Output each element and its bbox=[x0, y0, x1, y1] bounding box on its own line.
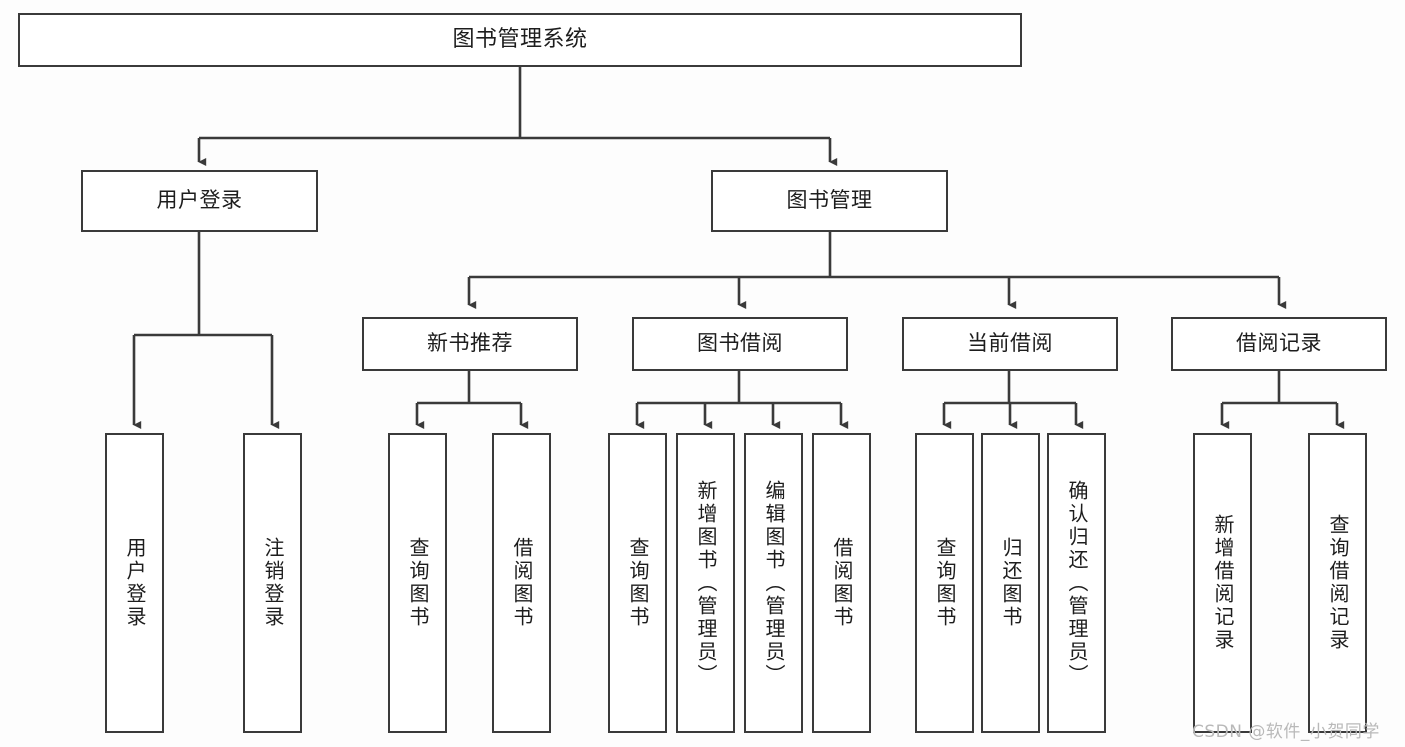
node-label: 借阅图书 bbox=[830, 537, 854, 629]
node-label: 归还图书 bbox=[999, 537, 1023, 629]
leaf-record-add-record[interactable]: 新增借阅记录 bbox=[1193, 433, 1252, 733]
node-label: 当前借阅 bbox=[967, 331, 1053, 356]
node-label: 查询图书 bbox=[626, 537, 650, 629]
leaf-borrow-borrow-book[interactable]: 借阅图书 bbox=[812, 433, 871, 733]
node-book-management[interactable]: 图书管理 bbox=[711, 170, 948, 232]
node-label: 新增图书（管理员） bbox=[694, 479, 718, 687]
node-label: 借阅记录 bbox=[1236, 331, 1322, 356]
leaf-borrow-add-book-admin[interactable]: 新增图书（管理员） bbox=[676, 433, 735, 733]
csdn-watermark: CSDN @软件_小贺同学 bbox=[1192, 722, 1380, 742]
node-book-borrow[interactable]: 图书借阅 bbox=[632, 317, 848, 371]
leaf-user-login-logout[interactable]: 注销登录 bbox=[243, 433, 302, 733]
node-label: 用户登录 bbox=[156, 188, 243, 213]
leaf-recommend-query-book[interactable]: 查询图书 bbox=[388, 433, 447, 733]
node-user-login[interactable]: 用户登录 bbox=[81, 170, 318, 232]
node-label: 确认归还（管理员） bbox=[1065, 479, 1089, 687]
node-label: 图书管理系统 bbox=[452, 26, 588, 52]
leaf-current-confirm-return-admin[interactable]: 确认归还（管理员） bbox=[1047, 433, 1106, 733]
node-label: 查询借阅记录 bbox=[1326, 514, 1350, 652]
node-label: 新增借阅记录 bbox=[1211, 514, 1235, 652]
node-label: 编辑图书（管理员） bbox=[762, 479, 786, 687]
leaf-current-query-book[interactable]: 查询图书 bbox=[915, 433, 974, 733]
node-label: 图书管理 bbox=[786, 188, 873, 213]
leaf-borrow-query-book[interactable]: 查询图书 bbox=[608, 433, 667, 733]
node-root-system[interactable]: 图书管理系统 bbox=[18, 13, 1022, 67]
node-label: 查询图书 bbox=[406, 537, 430, 629]
leaf-user-login-login[interactable]: 用户登录 bbox=[105, 433, 164, 733]
leaf-current-return-book[interactable]: 归还图书 bbox=[981, 433, 1040, 733]
leaf-borrow-edit-book-admin[interactable]: 编辑图书（管理员） bbox=[744, 433, 803, 733]
node-label: 新书推荐 bbox=[427, 331, 513, 356]
node-label: 查询图书 bbox=[933, 537, 957, 629]
leaf-record-query-record[interactable]: 查询借阅记录 bbox=[1308, 433, 1367, 733]
node-new-book-recommend[interactable]: 新书推荐 bbox=[362, 317, 578, 371]
node-current-borrow[interactable]: 当前借阅 bbox=[902, 317, 1118, 371]
node-label: 注销登录 bbox=[261, 537, 285, 629]
node-borrow-record[interactable]: 借阅记录 bbox=[1171, 317, 1387, 371]
node-label: 借阅图书 bbox=[510, 537, 534, 629]
node-label: 用户登录 bbox=[123, 537, 147, 629]
leaf-recommend-borrow-book[interactable]: 借阅图书 bbox=[492, 433, 551, 733]
node-label: 图书借阅 bbox=[697, 331, 783, 356]
